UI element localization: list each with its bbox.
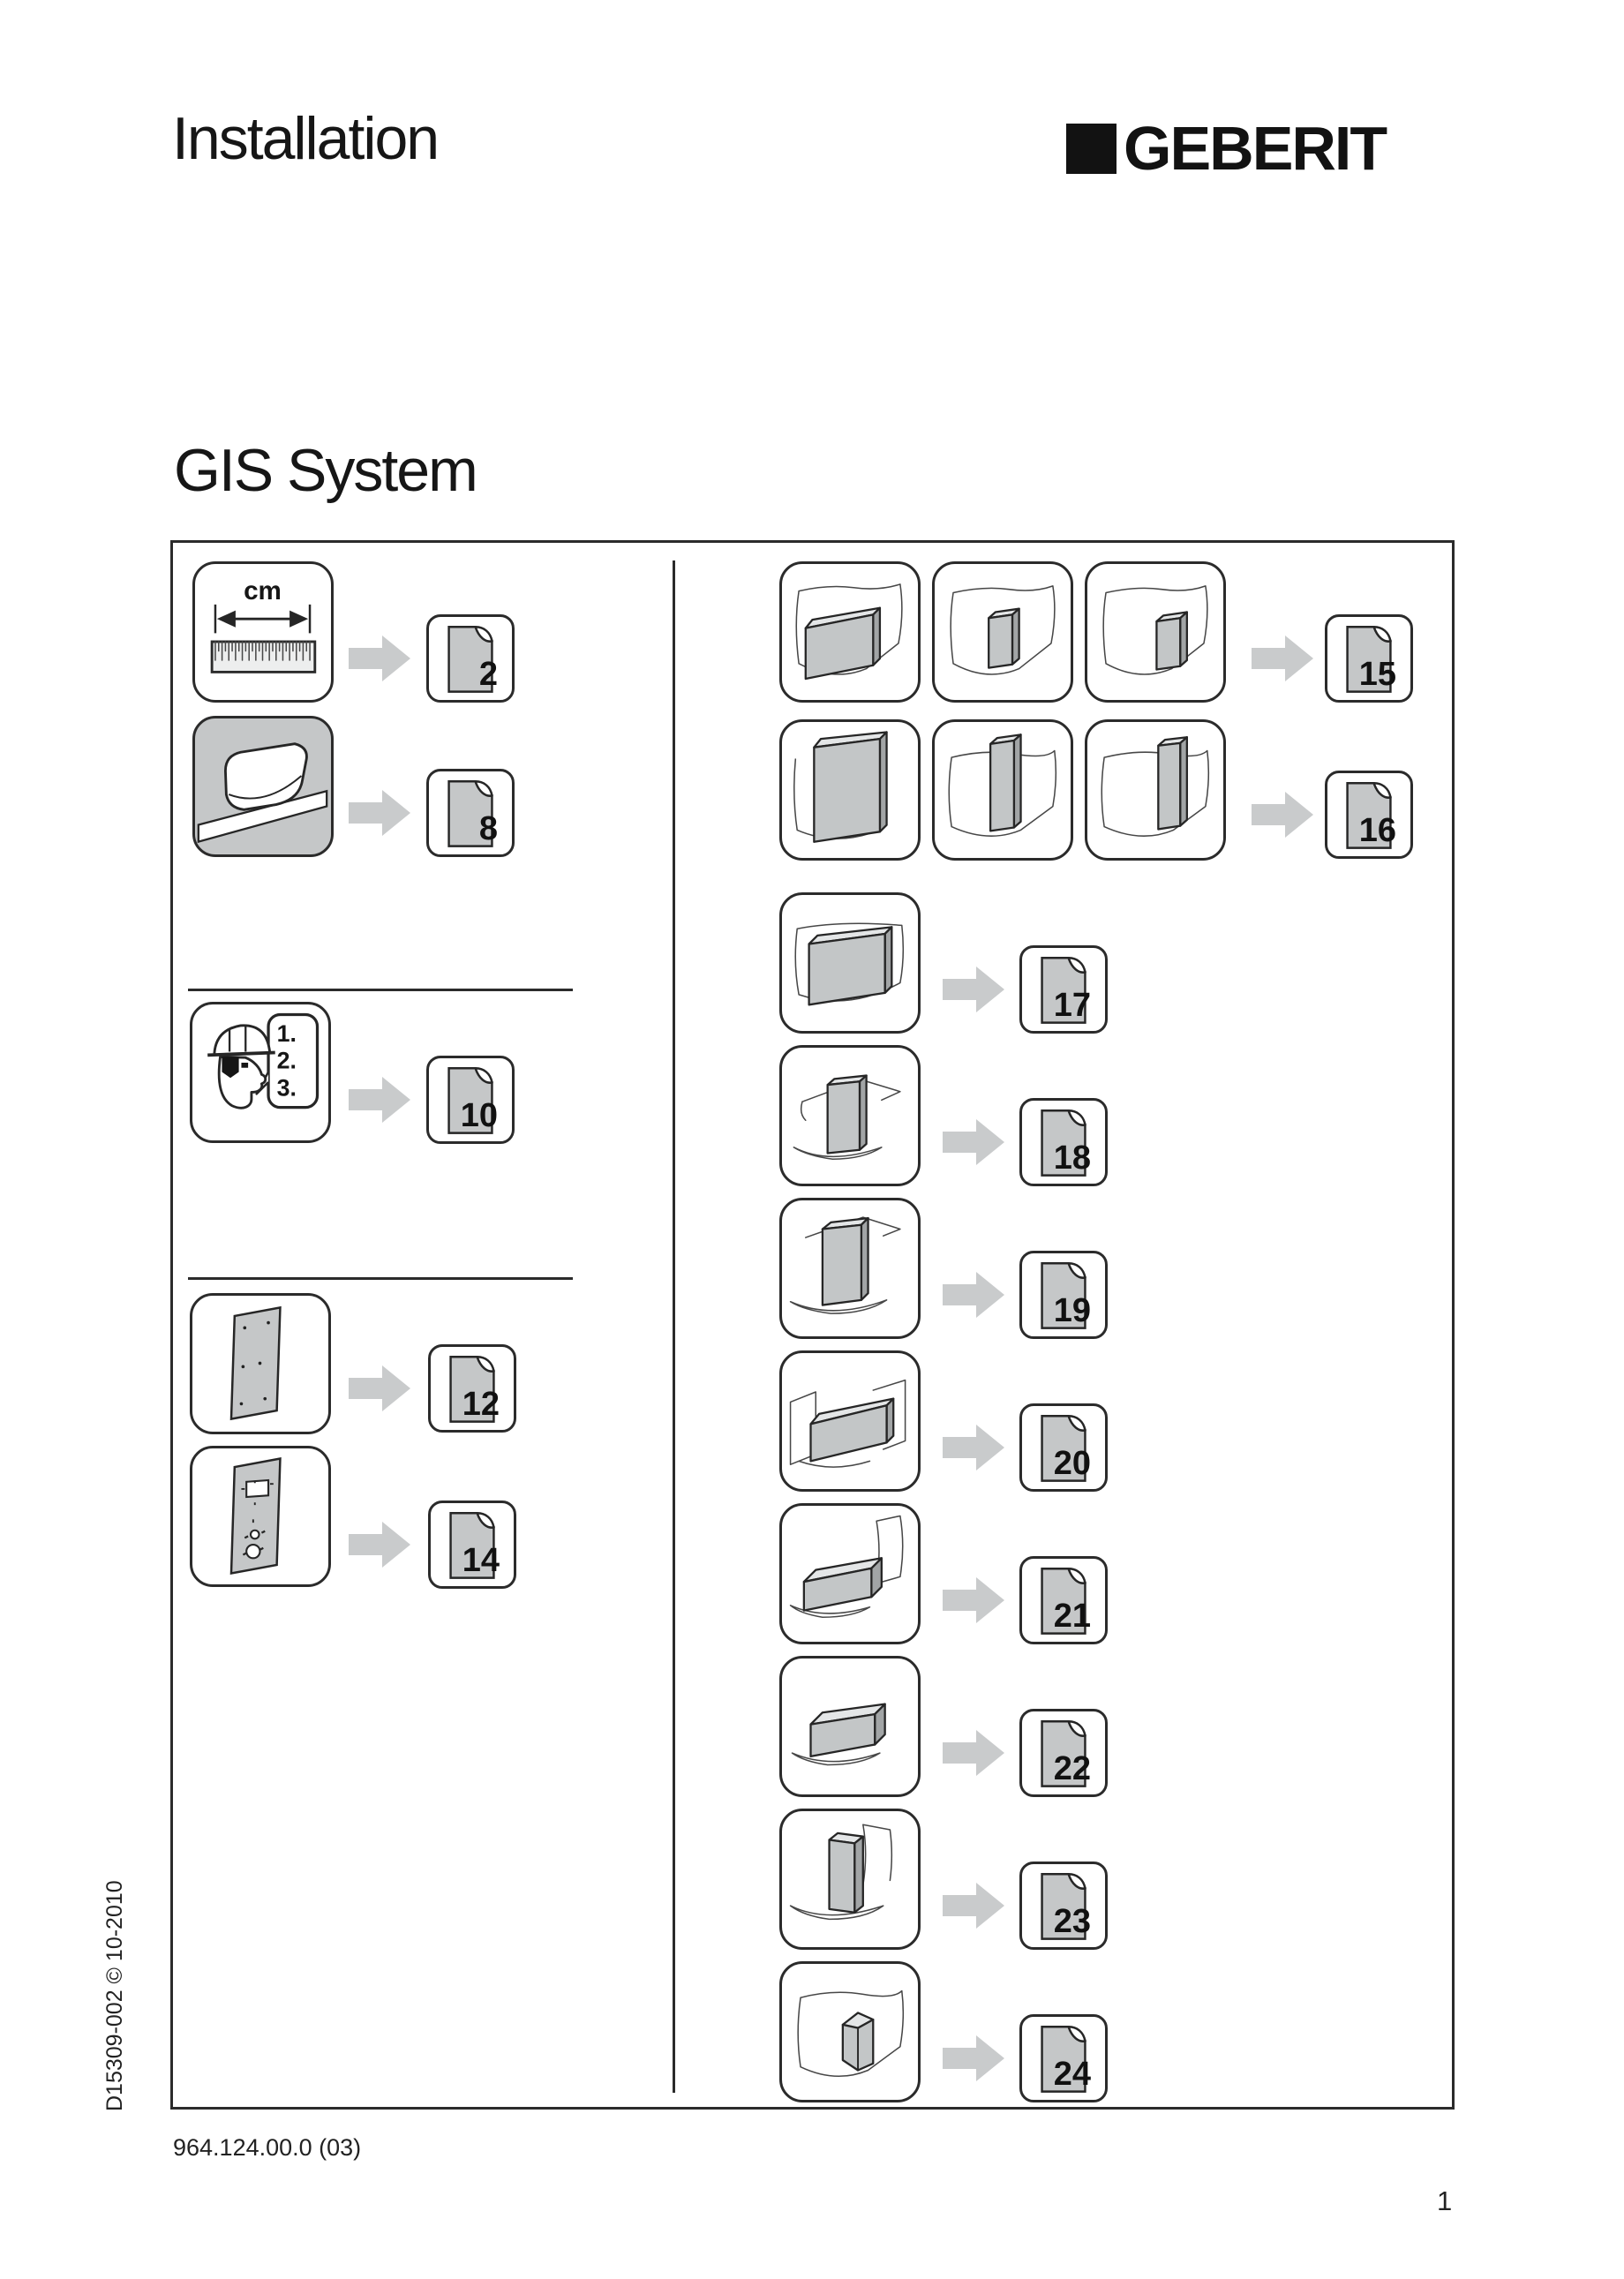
page-number-ref: 19: [1053, 1292, 1091, 1329]
page-title: Installation: [172, 105, 440, 172]
page-number-ref: 20: [1053, 1445, 1091, 1482]
freestanding-partition-icon: [779, 1045, 921, 1186]
logo-text: GEBERIT: [1124, 114, 1387, 183]
page-ref-15: 15: [1325, 614, 1413, 703]
worker-instructions-icon: 1. 2. 3.: [190, 1002, 331, 1143]
step-2-label: 2.: [277, 1048, 297, 1074]
arrow-icon: [349, 1365, 410, 1411]
page-ref-14: 14: [428, 1501, 516, 1589]
page-ref-19: 19: [1019, 1251, 1108, 1339]
arrow-icon: [943, 1577, 1004, 1623]
page-number-ref: 14: [462, 1542, 500, 1579]
corner-installation-icon: [779, 1961, 921, 2102]
arrow-icon: [943, 967, 1004, 1012]
room-height-wall-wide-icon: [779, 719, 921, 861]
page-number-ref: 10: [460, 1097, 498, 1134]
ruler-cm-icon: cm: [192, 561, 334, 703]
arrow-icon: [349, 1522, 410, 1568]
page-number-ref: 17: [1053, 987, 1091, 1024]
arrow-icon: [1252, 636, 1313, 681]
left-divider-2: [188, 1277, 573, 1280]
arrow-icon: [943, 2035, 1004, 2081]
page-ref-24: 24: [1019, 2014, 1108, 2102]
page-ref-23: 23: [1019, 1862, 1108, 1950]
page-number-ref: 8: [478, 810, 498, 847]
page-number: 1: [1437, 2185, 1453, 2216]
page-number-ref: 23: [1053, 1903, 1091, 1940]
geberit-logo: GEBERIT: [1066, 113, 1387, 184]
mounting-panel-icon: [190, 1293, 331, 1434]
page-ref-8: 8: [426, 769, 515, 857]
page-number-ref: 18: [1053, 1140, 1091, 1177]
partition-at-wall-icon: [779, 1198, 921, 1339]
arrow-icon: [349, 1077, 410, 1123]
page-ref-21: 21: [1019, 1556, 1108, 1644]
low-divider-between-walls-icon: [779, 1350, 921, 1492]
page-ref-12: 12: [428, 1344, 516, 1433]
arrow-icon: [943, 1883, 1004, 1929]
partial-wall-center-icon: [932, 561, 1073, 703]
page-number-ref: 12: [462, 1386, 500, 1423]
page-number-ref: 21: [1053, 1598, 1091, 1635]
page-ref-2: 2: [426, 614, 515, 703]
page-ref-10: 10: [426, 1056, 515, 1144]
partial-wall-wide-icon: [779, 561, 921, 703]
page-number-ref: 24: [1053, 2056, 1091, 2093]
arrow-icon: [943, 1119, 1004, 1165]
partial-wall-corner-icon: [1085, 561, 1226, 703]
arrow-icon: [943, 1272, 1004, 1318]
arrow-icon: [943, 1730, 1004, 1776]
column-divider: [673, 560, 675, 2093]
mounting-panel-cutouts-icon: [190, 1446, 331, 1587]
cm-label: cm: [244, 576, 282, 605]
left-divider-1: [188, 989, 573, 991]
low-block-at-wall-icon: [779, 1503, 921, 1644]
arrow-icon: [1252, 792, 1313, 838]
page-ref-17: 17: [1019, 945, 1108, 1034]
overview-frame: cm 2: [170, 540, 1455, 2110]
logo-square-icon: [1066, 124, 1116, 174]
arrow-icon: [943, 1425, 1004, 1470]
page-number-ref: 2: [478, 656, 498, 693]
article-code: 964.124.00.0 (03): [173, 2134, 362, 2161]
perpendicular-partition-icon: [779, 1809, 921, 1950]
wide-panel-front-of-wall-icon: [779, 892, 921, 1034]
document-code-vertical: D15309-002 © 10-2010: [102, 1880, 127, 2111]
page-ref-16: 16: [1325, 771, 1413, 859]
step-1-label: 1.: [277, 1020, 297, 1047]
room-height-wall-center-icon: [932, 719, 1073, 861]
section-title: GIS System: [174, 437, 478, 504]
room-height-wall-back-icon: [1085, 719, 1226, 861]
step-3-label: 3.: [277, 1074, 297, 1101]
arrow-icon: [349, 790, 410, 836]
low-block-freestanding-icon: [779, 1656, 921, 1797]
arrow-icon: [349, 636, 410, 681]
page-ref-22: 22: [1019, 1709, 1108, 1797]
page-ref-20: 20: [1019, 1403, 1108, 1492]
ceramic-appliance-icon: [192, 716, 334, 857]
page-ref-18: 18: [1019, 1098, 1108, 1186]
page-number-ref: 22: [1053, 1750, 1091, 1787]
page-number-ref: 15: [1358, 656, 1396, 693]
page-number-ref: 16: [1358, 812, 1396, 849]
